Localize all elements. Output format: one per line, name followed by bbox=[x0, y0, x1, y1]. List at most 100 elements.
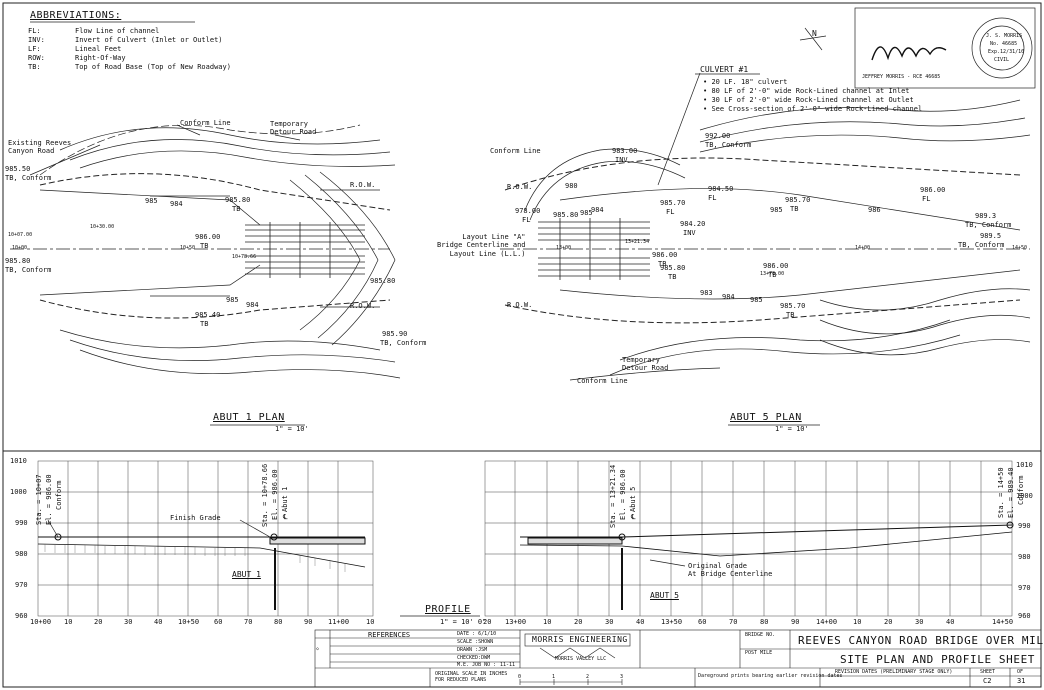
abut1-profile-label: ABUT 1 bbox=[232, 570, 261, 579]
profile-x-tick: 20 bbox=[574, 618, 583, 626]
abut1-plan-scale: 1" = 10' bbox=[275, 425, 309, 433]
elevation-label: 983.00 bbox=[612, 147, 638, 155]
seal-number: No. 46685 bbox=[990, 41, 1018, 47]
conform-line-label: Conform Line bbox=[490, 147, 541, 155]
elevation-note: FL bbox=[666, 208, 675, 216]
elevation-label: 978.00 bbox=[515, 207, 541, 215]
contour-label: 985 bbox=[226, 296, 239, 304]
profile-x-tick: 80 bbox=[274, 618, 283, 626]
profile-x-tick: 80 bbox=[760, 618, 769, 626]
culvert-note-text: 20 LF. 18" culvert bbox=[711, 78, 788, 86]
profile-x-tick: 13+50 bbox=[661, 618, 683, 626]
elevation-label: 989.5 bbox=[980, 232, 1002, 240]
abutment-callout: Abut 1 bbox=[281, 486, 289, 512]
profile-x-tick: 70 bbox=[729, 618, 738, 626]
profile-x-tick: 14+50 bbox=[992, 618, 1014, 626]
abbr-code: LF: bbox=[28, 45, 41, 53]
firm-sub: MORRIS VALLEY LLC bbox=[555, 656, 607, 662]
firm-name: MORRIS ENGINEERING bbox=[532, 635, 628, 644]
elevation-note: FL bbox=[708, 194, 717, 202]
profile-x-tick: 90 bbox=[304, 618, 313, 626]
station-label: 10+00 bbox=[12, 245, 28, 251]
abutment-callout: Abut 5 bbox=[629, 486, 637, 512]
elevation-label: 989.3 bbox=[975, 212, 997, 220]
contour-label: 984 bbox=[591, 206, 604, 214]
contour-label: 985 bbox=[750, 296, 763, 304]
scale-mark: 3 bbox=[620, 674, 624, 680]
row-top-label: R.O.W. bbox=[507, 183, 533, 191]
profile-x-tick: 11+00 bbox=[328, 618, 350, 626]
engineer-name: JEFFREY MORRIS - RCE 46685 bbox=[862, 74, 941, 80]
revision-marker: ◇ bbox=[316, 646, 320, 652]
contour-label: 984 bbox=[246, 301, 259, 309]
contour-label: 986 bbox=[868, 206, 881, 214]
sheet-total: 31 bbox=[1017, 677, 1026, 685]
profile-x-tick: 60 bbox=[698, 618, 707, 626]
elevation-note: INV bbox=[615, 156, 628, 164]
profile-x-tick: 20 bbox=[884, 618, 893, 626]
station-label: 13+21.34 bbox=[625, 239, 650, 245]
profile-x-tick: 20 bbox=[483, 618, 492, 626]
elevation-label: 985.80 bbox=[660, 264, 686, 272]
elevation-label: 986.00 bbox=[920, 186, 946, 194]
job-number-label: M.E. JOB NO : bbox=[457, 662, 497, 668]
abbr-desc: Lineal Feet bbox=[75, 45, 122, 53]
profile-x-tick: 10 bbox=[64, 618, 73, 626]
profile-x-tick: 40 bbox=[154, 618, 163, 626]
profile-y-tick: 990 bbox=[15, 519, 28, 527]
profile-x-tick: 20 bbox=[94, 618, 103, 626]
sheet-number: C2 bbox=[983, 677, 992, 685]
contour-label: 985 bbox=[770, 206, 783, 214]
culvert-note: • 30 LF of 2'-0" wide Rock-Lined channel… bbox=[703, 96, 914, 104]
abbr-code: ROW: bbox=[28, 54, 45, 62]
profile-y-tick: 980 bbox=[15, 550, 28, 558]
culvert-note: • 80 LF of 2'-0" wide Rock-Lined channel… bbox=[703, 87, 910, 95]
elevation-label: 985.70 bbox=[780, 302, 806, 310]
abut5-plan-title: ABUT 5 PLAN bbox=[730, 412, 802, 423]
elevation-label: 985.80 bbox=[225, 196, 251, 204]
elevation-note: FL bbox=[922, 195, 931, 203]
profile-title: PROFILE bbox=[425, 604, 471, 615]
contour-label: 984 bbox=[170, 200, 183, 208]
existing-road-label: Existing Reeves Canyon Road bbox=[8, 139, 72, 156]
elevation-note: TB, Conform bbox=[705, 141, 752, 149]
profile-y-tick: 1000 bbox=[1016, 492, 1033, 500]
dareground-note: Dareground prints bearing earlier revisi… bbox=[698, 673, 843, 679]
profile-y-tick: 960 bbox=[15, 612, 28, 620]
references-label: REFERENCES bbox=[368, 631, 411, 639]
elevation-note: TB bbox=[200, 320, 209, 328]
elevation-label: 985.70 bbox=[660, 199, 686, 207]
elevation-note: TB bbox=[768, 271, 777, 279]
finish-grade-label: Finish Grade bbox=[170, 514, 221, 522]
revision-dates-header: REVISION DATES (PRELIMINARY STAGE ONLY) bbox=[835, 669, 953, 675]
elevation-note: INV bbox=[683, 229, 696, 237]
elevation-label: 985.70 bbox=[785, 196, 811, 204]
contour-label: 984 bbox=[722, 293, 735, 301]
profile-y-tick: 1010 bbox=[10, 457, 27, 465]
elevation-callout: El. = 986.00 bbox=[619, 469, 627, 520]
contour-label: 980 bbox=[565, 182, 578, 190]
elevation-label: 985.40 bbox=[195, 311, 221, 319]
elevation-note: TB bbox=[790, 205, 799, 213]
profile-x-tick: 30 bbox=[915, 618, 924, 626]
abut1-plan-title: ABUT 1 PLAN bbox=[213, 412, 285, 423]
contour-label: 985 bbox=[145, 197, 158, 205]
elevation-label: 985.80 bbox=[370, 277, 396, 285]
profile-y-tick: 970 bbox=[15, 581, 28, 589]
elevation-label: 985.50 bbox=[5, 165, 31, 173]
elevation-label: 986.00 bbox=[195, 233, 221, 241]
abbr-desc: Right-Of-Way bbox=[75, 54, 126, 62]
elevation-note: TB, Conform bbox=[380, 339, 427, 347]
station-label: 10+07.00 bbox=[8, 232, 33, 238]
north-arrow-icon: N bbox=[812, 29, 817, 38]
profile-x-tick: 10 bbox=[853, 618, 862, 626]
elevation-label: 992.00 bbox=[705, 132, 731, 140]
station-label: 10+50 bbox=[180, 245, 196, 251]
abut5-plan-scale: 1" = 10' bbox=[775, 425, 809, 433]
abut5-profile-label: ABUT 5 bbox=[650, 591, 679, 600]
temporary-detour-label: Temporary Detour Road bbox=[270, 120, 317, 137]
elevation-note: TB bbox=[786, 311, 795, 319]
profile-x-tick: 10 bbox=[366, 618, 375, 626]
culvert-note: • See Cross-section of 2'-0" wide Rock-L… bbox=[703, 105, 923, 113]
station-label: 14+00 bbox=[855, 245, 871, 251]
